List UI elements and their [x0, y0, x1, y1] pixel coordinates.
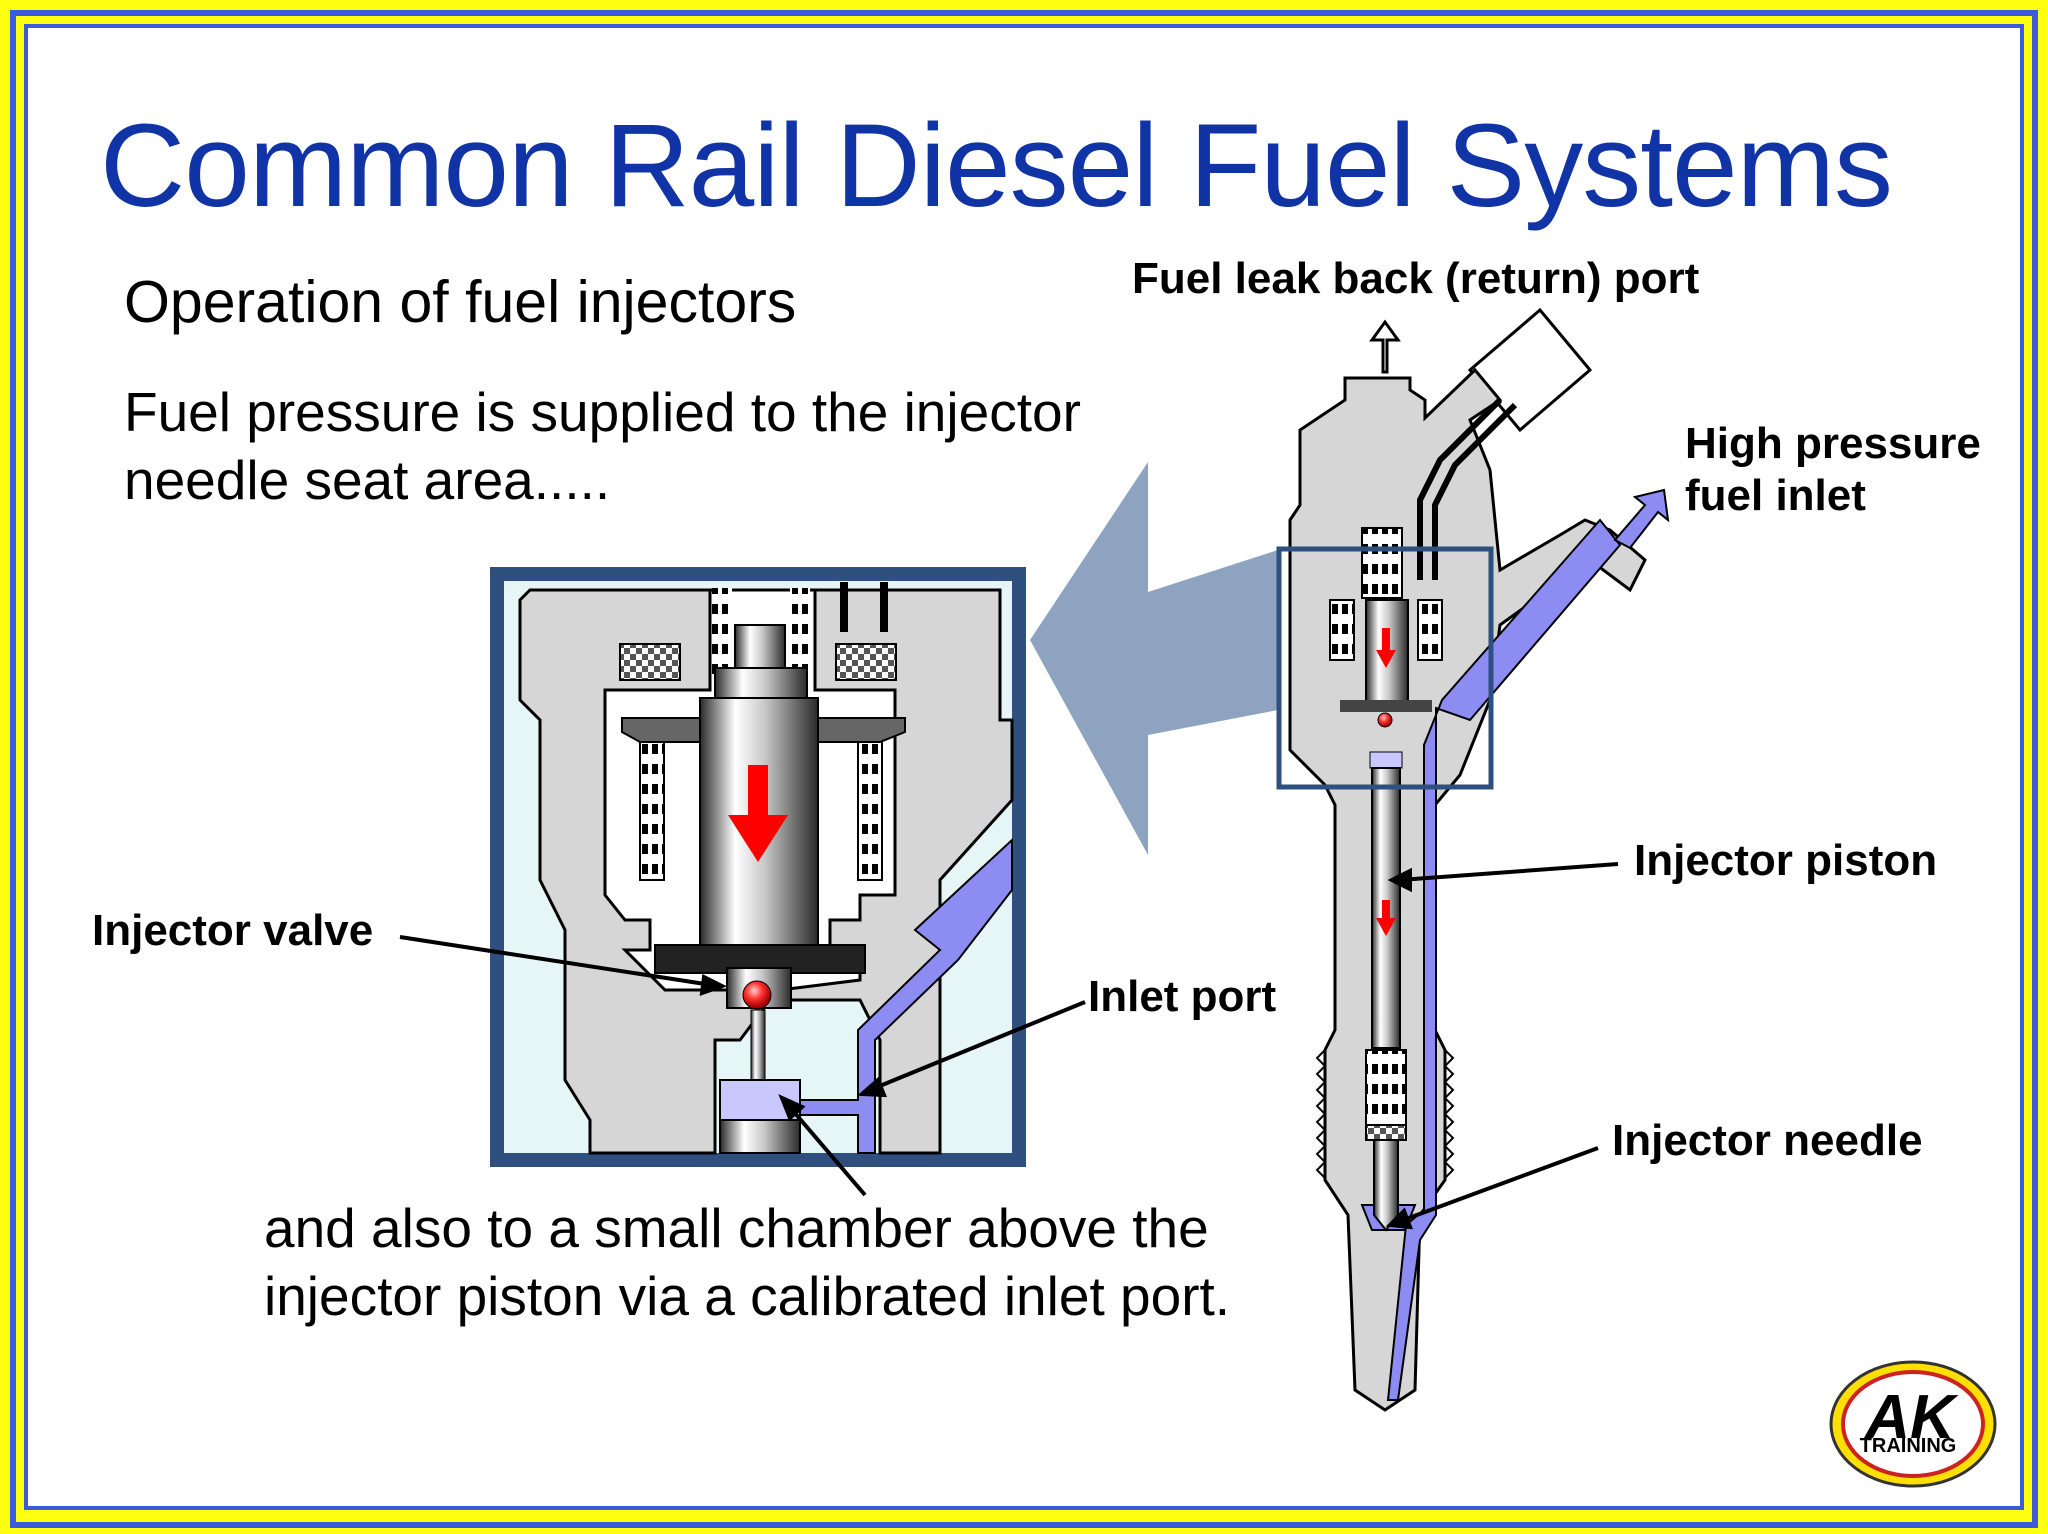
solenoid-coil-right	[1417, 599, 1443, 661]
upper-spring	[1361, 527, 1403, 599]
wire-left	[840, 582, 848, 632]
body-text-bottom-line-2: injector piston via a calibrated inlet p…	[264, 1265, 1231, 1327]
piston-top	[719, 1119, 801, 1154]
armature-top	[734, 624, 786, 671]
logo-ak-text: AK	[1863, 1383, 1959, 1452]
zoom-pointer-arrow	[1030, 462, 1278, 855]
solenoid-coil-mag-right	[857, 739, 883, 881]
flow-arrow-piston	[1376, 900, 1396, 936]
full-injector	[1276, 307, 1670, 1412]
label-high-pressure-inlet-line-1: High pressure	[1685, 419, 1981, 468]
label-injector-piston: Injector piston	[1634, 836, 1938, 885]
thread-right	[1443, 1049, 1455, 1179]
connector-wires	[1417, 397, 1518, 580]
leader-inlet-port	[869, 1000, 1086, 1092]
body-text-top: Fuel pressure is supplied to the injecto…	[124, 378, 1081, 514]
slide-subtitle: Operation of fuel injectors	[124, 269, 797, 335]
label-high-pressure-inlet-line-2: fuel inlet	[1685, 471, 1866, 520]
checker-left	[619, 643, 681, 681]
injector-needle	[1373, 1139, 1399, 1232]
body-text-top-line-2: needle seat area.....	[124, 449, 611, 511]
label-inlet-port: Inlet port	[1088, 972, 1277, 1021]
leader-injector-valve	[399, 935, 719, 988]
magnified-flow-arrow	[728, 765, 788, 862]
return-port-arrow	[1369, 319, 1401, 374]
armature-collar	[714, 667, 808, 699]
injector-piston	[1371, 767, 1401, 1049]
label-fuel-leak-back: Fuel leak back (return) port	[1132, 254, 1700, 303]
injector-body	[1288, 367, 1647, 1412]
body-text-bottom: and also to a small chamber above the in…	[264, 1194, 1230, 1330]
solenoid-coil-mag-left	[639, 739, 665, 881]
control-chamber-small	[1369, 751, 1403, 769]
valve-ball-small	[1377, 712, 1393, 728]
checker-right	[835, 643, 897, 681]
zoom-region-box	[1276, 546, 1494, 790]
valve-stem	[750, 1009, 766, 1081]
leader-injector-valve-head	[699, 973, 728, 996]
valve-ball	[742, 980, 772, 1010]
spring-coil-right	[790, 588, 810, 678]
leader-injector-needle-head	[1385, 1207, 1414, 1230]
label-high-pressure-inlet: High pressure fuel inlet	[1685, 418, 1981, 522]
label-injector-valve: Injector valve	[92, 906, 374, 955]
label-injector-needle: Injector needle	[1612, 1116, 1923, 1165]
flow-arrow-upper	[1376, 628, 1396, 668]
thread-left	[1315, 1049, 1327, 1179]
body-text-top-line-1: Fuel pressure is supplied to the injecto…	[124, 381, 1081, 443]
wire-right	[880, 582, 888, 632]
magnified-fuel-passage	[799, 837, 1013, 1154]
logo-ring-inner	[1841, 1370, 1985, 1478]
ak-training-logo: AK TRAINING	[1829, 1360, 1997, 1488]
outer-blue-border	[10, 10, 2038, 1528]
leader-injector-piston	[1399, 862, 1619, 882]
leader-control-chamber-head	[778, 1094, 806, 1122]
leader-lines	[399, 862, 1619, 1230]
logo-training-text: TRAINING	[1860, 1435, 1957, 1457]
fuel-passage	[1386, 518, 1622, 1401]
armature-plate	[1340, 700, 1432, 712]
body-text-bottom-line-1: and also to a small chamber above the	[264, 1197, 1209, 1259]
fuel-inlet-arrow	[1613, 488, 1670, 550]
slide-title: Common Rail Diesel Fuel Systems	[100, 100, 1893, 232]
spring-seat	[1365, 1124, 1407, 1141]
leader-control-chamber	[786, 1103, 867, 1197]
solenoid-coil-left	[1329, 599, 1355, 661]
leader-injector-needle	[1397, 1146, 1599, 1224]
spring-coil-left	[712, 588, 732, 678]
leader-injector-piston-head	[1387, 867, 1412, 893]
magnified-view	[490, 567, 1026, 1167]
leader-inlet-port-head	[856, 1076, 888, 1098]
